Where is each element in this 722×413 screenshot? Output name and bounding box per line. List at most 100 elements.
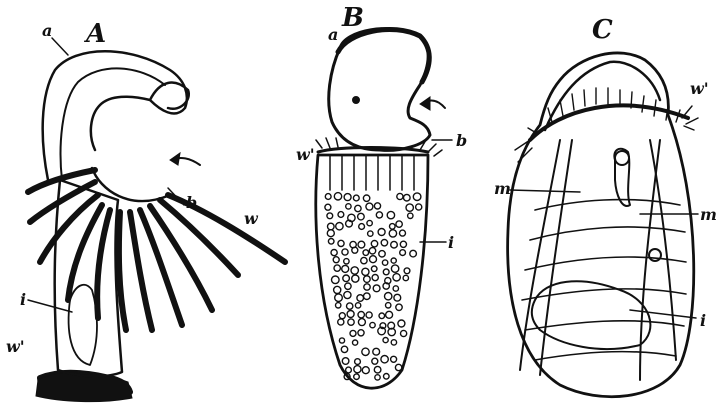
figure-b-granule xyxy=(400,241,406,247)
figure-c-label-i: i xyxy=(700,311,706,330)
figure-b-granule xyxy=(396,221,402,227)
figure-c-label-m2: m xyxy=(700,205,717,224)
figure-c-body xyxy=(508,53,694,397)
figure-a-tentacles xyxy=(28,168,285,330)
figure-b-arrow-head xyxy=(420,97,430,110)
figure-b-granule xyxy=(342,265,349,272)
figure-b-granule xyxy=(396,304,402,310)
figure-b-granule xyxy=(350,330,356,336)
figure-a-label-a: a xyxy=(42,21,52,40)
figure-c-i-leader xyxy=(630,310,696,318)
figure-b-collar xyxy=(316,138,442,190)
figure-b-granule xyxy=(403,275,408,280)
figure-b-granule xyxy=(347,311,354,318)
figure-b-granule xyxy=(338,319,344,325)
figure-b-granule xyxy=(370,256,377,263)
figure-b: B a b w' i xyxy=(296,3,467,388)
figure-b-granule xyxy=(325,194,331,200)
figure-c-muscles xyxy=(520,140,686,380)
figure-b-granule xyxy=(334,286,341,293)
figure-b-granule xyxy=(346,367,352,373)
figure-b-body xyxy=(316,155,428,388)
figure-b-granule xyxy=(358,330,364,336)
figure-b-granule xyxy=(391,258,396,263)
figure-b-granule xyxy=(363,195,369,201)
figure-b-granule xyxy=(371,241,377,247)
figure-b-granule xyxy=(401,330,407,336)
figure-b-granule xyxy=(404,194,411,201)
figure-b-granule xyxy=(357,295,364,302)
figure-b-granule xyxy=(339,338,344,343)
figure-b-granule xyxy=(384,374,390,380)
figure-b-granule xyxy=(345,283,351,289)
figure-b-granule xyxy=(344,291,351,298)
figure-a: A a b w i w' xyxy=(6,19,285,402)
figure-b-granule xyxy=(354,366,361,373)
figure-b-granule xyxy=(338,212,344,218)
figure-b-granule xyxy=(391,265,398,272)
figure-b-head-cilia xyxy=(338,29,429,82)
figure-b-granule xyxy=(352,275,359,282)
figure-b-granule xyxy=(347,303,353,309)
figure-b-granule xyxy=(395,364,401,370)
figure-a-title: A xyxy=(83,19,106,49)
figure-b-granule xyxy=(359,224,365,230)
figure-b-granule xyxy=(370,322,375,327)
figure-c-label-m1: m xyxy=(494,179,511,198)
figure-b-granule xyxy=(372,358,378,364)
figure-b-granule xyxy=(361,257,367,263)
figure-b-granule xyxy=(341,346,347,352)
figure-b-granule xyxy=(364,293,371,300)
figure-a-a-leader xyxy=(52,38,68,55)
figure-a-label-w: w xyxy=(244,209,259,228)
figure-b-granule xyxy=(378,229,385,236)
figure-b-granule xyxy=(372,275,378,281)
figure-b-granule xyxy=(381,240,387,246)
figure-b-granule xyxy=(336,223,343,230)
figure-b-granule xyxy=(342,358,349,365)
figure-b-granule xyxy=(391,241,398,248)
figure-b-granule xyxy=(381,356,388,363)
figure-b-granule xyxy=(344,259,349,264)
figure-b-granule xyxy=(366,203,373,210)
figure-b-granule xyxy=(358,241,365,248)
figure-b-granule xyxy=(382,260,387,265)
figure-a-label-i: i xyxy=(20,290,26,309)
figure-b-granule xyxy=(393,286,398,291)
figure-b-granule xyxy=(363,250,369,256)
figure-b-granule xyxy=(358,319,365,326)
figure-b-granule xyxy=(383,338,388,343)
figure-b-granule xyxy=(353,340,358,345)
figure-c: C w' m m i xyxy=(494,15,717,397)
figure-b-granule xyxy=(336,303,341,308)
figure-b-granule xyxy=(413,193,421,201)
figure-b-granule xyxy=(327,230,334,237)
figure-b-granule xyxy=(368,231,373,236)
figure-b-granule xyxy=(338,240,344,246)
figure-b-granule xyxy=(416,204,422,210)
figure-a-label-b: b xyxy=(186,193,197,212)
figure-b-granule xyxy=(362,268,369,275)
figure-b-granule xyxy=(375,375,380,380)
figure-b-granule xyxy=(391,340,396,345)
figure-b-eyespot xyxy=(353,97,360,104)
figure-b-granule xyxy=(358,213,365,220)
figure-b-granule xyxy=(390,224,396,230)
figure-b-granule xyxy=(364,284,370,290)
figure-b-granule xyxy=(391,356,397,362)
figure-b-granule xyxy=(367,220,372,225)
figure-b-granule xyxy=(346,204,351,209)
figure-b-granule xyxy=(386,303,391,308)
figure-c-title: C xyxy=(592,15,613,45)
figure-b-granule xyxy=(369,248,375,254)
figure-b-granule xyxy=(373,285,380,292)
figure-b-granule xyxy=(397,193,403,199)
figure-b-granule xyxy=(374,366,381,373)
figure-a-label-w2: w' xyxy=(6,337,25,356)
figure-b-granule xyxy=(408,213,413,218)
figure-b-granule xyxy=(362,348,369,355)
figure-b-granule xyxy=(355,359,361,365)
figure-b-granule xyxy=(354,374,360,380)
